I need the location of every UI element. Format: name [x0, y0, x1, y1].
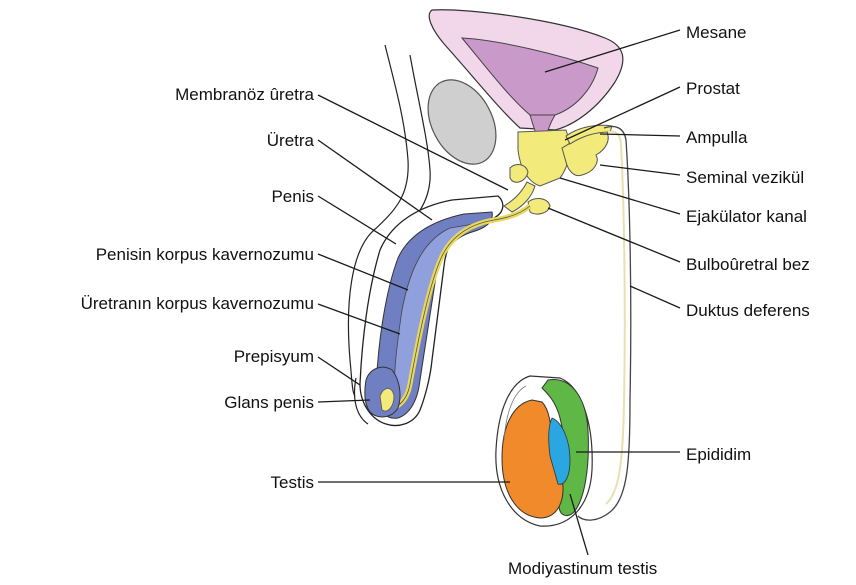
leader-glans: [318, 400, 370, 402]
label-bulbouretral: Bulboûretral bez: [686, 255, 810, 274]
label-mesane: Mesane: [686, 23, 746, 42]
leader-duktus: [630, 286, 680, 308]
label-prostat: Prostat: [686, 79, 740, 98]
ejaculatory-gland: [510, 165, 528, 183]
label-testis: Testis: [271, 473, 314, 492]
leader-uretra: [318, 140, 432, 220]
label-epididim: Epididim: [686, 445, 751, 464]
label-prepisyum: Prepisyum: [234, 347, 314, 366]
label-korpus-kavernozum: Penisin korpus kavernozumu: [96, 245, 314, 264]
leader-prepisyum: [318, 357, 360, 385]
label-korpus-spongiozum: Üretranın korpus kavernozumu: [81, 294, 314, 313]
leader-ampulla: [600, 134, 680, 136]
label-mediastinum: Modiyastinum testis: [508, 559, 657, 578]
leader-bulbouretral: [548, 208, 680, 262]
label-ampulla: Ampulla: [686, 128, 748, 147]
ductus-deferens-inner: [606, 132, 625, 504]
label-ejakulator: Ejakülator kanal: [686, 207, 807, 226]
leader-ejakulator: [560, 178, 680, 214]
label-membranoz: Membranöz ûretra: [175, 85, 314, 104]
label-seminal: Seminal vezikül: [686, 168, 804, 187]
label-glans: Glans penis: [224, 393, 314, 412]
leader-seminal: [600, 165, 680, 175]
bulbourethral-gland-shape: [528, 199, 550, 214]
label-duktus: Duktus deferens: [686, 301, 810, 320]
label-uretra: Üretra: [267, 131, 315, 150]
label-penis: Penis: [271, 187, 314, 206]
